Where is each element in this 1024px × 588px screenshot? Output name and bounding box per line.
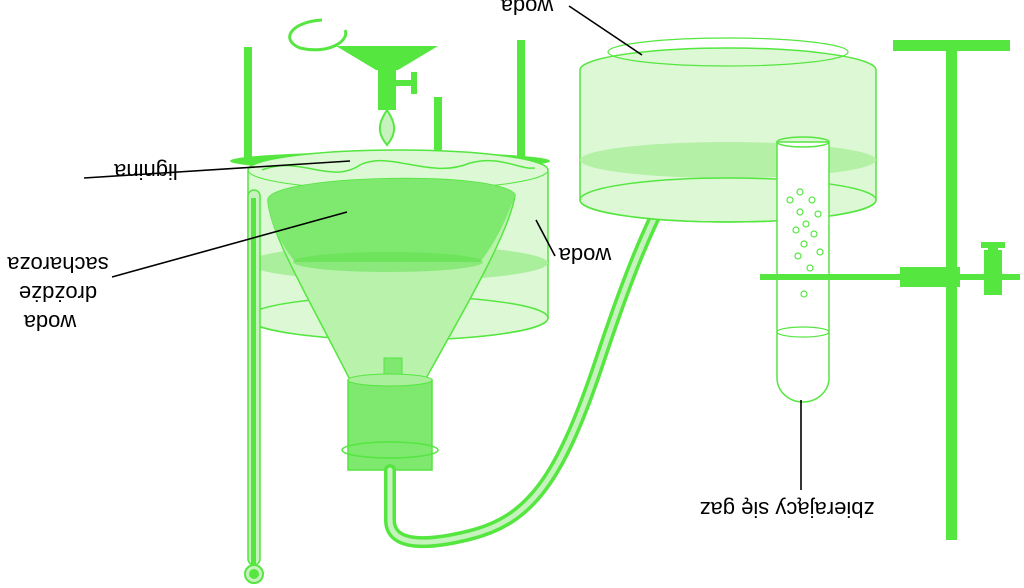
label-sacharoza: sacharoza — [6, 252, 108, 277]
label-lignina-group: lignina — [113, 159, 177, 184]
label-woda-jar: woda — [558, 243, 612, 268]
pointer-woda-left — [535, 219, 556, 257]
label-woda-bottom: woda — [23, 310, 77, 335]
label-lignina: lignina — [113, 159, 177, 184]
label-woda-top-group: woda — [500, 0, 554, 19]
left-apparatus — [230, 18, 550, 584]
gas-bubbles — [786, 188, 824, 298]
burner-funnel — [336, 46, 438, 70]
burner-gas-tube — [288, 18, 348, 52]
stand-rod-left — [244, 47, 252, 164]
pointer-lines — [83, 5, 802, 490]
label-gas: zbierający się gaz — [700, 497, 875, 522]
flame — [378, 108, 396, 147]
label-gas-group: zbierający się gaz — [700, 497, 875, 522]
fermentation-funnel — [267, 177, 516, 381]
water-bowl — [579, 37, 877, 223]
burner-valve-knob — [411, 72, 417, 94]
pointer-woda-top — [568, 5, 643, 56]
stand-rod-middle — [434, 97, 442, 157]
label-drozdze-group: drożdże — [19, 281, 97, 306]
burner-stem — [378, 62, 396, 110]
right-stand — [760, 40, 1020, 540]
pointer-sacharoza — [111, 211, 348, 278]
label-drozdze: drożdże — [19, 281, 97, 306]
label-woda-bowl: woda — [500, 0, 554, 19]
collection-tube — [776, 136, 830, 403]
label-woda-bottom-group: woda — [23, 310, 77, 335]
thermometer — [244, 189, 264, 584]
burner-valve — [393, 80, 415, 86]
label-woda-right-group: woda — [558, 243, 612, 268]
label-sacharoza-group: sacharoza — [6, 252, 108, 277]
pointer-lignina — [83, 160, 351, 179]
stand-rod-right — [517, 40, 525, 165]
